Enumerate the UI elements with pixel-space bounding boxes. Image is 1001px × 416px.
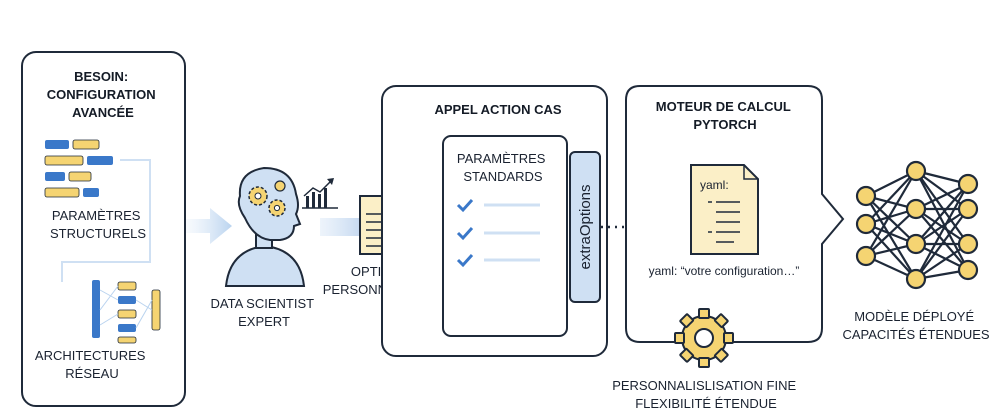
architectures-label: ARCHITECTURES RÉSEAU: [35, 348, 149, 381]
data-scientist-label: DATA SCIENTIST EXPERT: [211, 296, 318, 329]
modele-label: MODÈLE DÉPLOYÉ CAPACITÉS ÉTENDUES: [842, 309, 989, 342]
yaml-caption: yaml: “votre configuration…”: [649, 264, 800, 278]
architecture-layers-icon: [92, 280, 161, 344]
yaml-header: yaml:: [700, 178, 729, 192]
flexibility-label: PERSONNALISLISATION FINE FLEXIBILITÉ ÉTE…: [612, 378, 800, 411]
yaml-document-icon: yaml:: [690, 164, 759, 255]
check-icon: [456, 226, 474, 241]
moteur-panel: MOTEUR DE CALCUL PYTORCH yaml: yaml: “vo…: [625, 85, 845, 343]
check-icon: [456, 198, 474, 213]
standards-label: PARAMÈTRES STANDARDS: [457, 151, 549, 184]
appel-action-panel: APPEL ACTION CAS PARAMÈTRES STANDARDS ex…: [381, 85, 608, 357]
moteur-title: MOTEUR DE CALCUL PYTORCH: [656, 99, 794, 132]
flow-arrow-icon: [186, 208, 232, 244]
check-icon: [456, 253, 474, 268]
connector-line: [61, 159, 151, 282]
data-scientist-figure: [224, 166, 338, 287]
extra-options-label: extraOptions: [577, 184, 594, 269]
structurels-label: PARAMÈTRES STRUCTURELS: [50, 208, 146, 241]
besoin-title: BESOIN: CONFIGURATION AVANCÉE: [47, 69, 159, 120]
settings-gear-icon: [674, 308, 734, 368]
besoin-panel: BESOIN: CONFIGURATION AVANCÉE PARAMÈTRES…: [21, 51, 186, 407]
appel-title: APPEL ACTION CAS: [434, 102, 561, 117]
checklist: [456, 198, 540, 268]
growth-chart-icon: [302, 178, 338, 209]
gear-icon: [248, 180, 286, 217]
extra-options-tab: [569, 151, 601, 303]
standards-box: [442, 135, 568, 337]
structural-blocks-icon: [44, 139, 113, 198]
neural-network-icon: [855, 160, 979, 290]
